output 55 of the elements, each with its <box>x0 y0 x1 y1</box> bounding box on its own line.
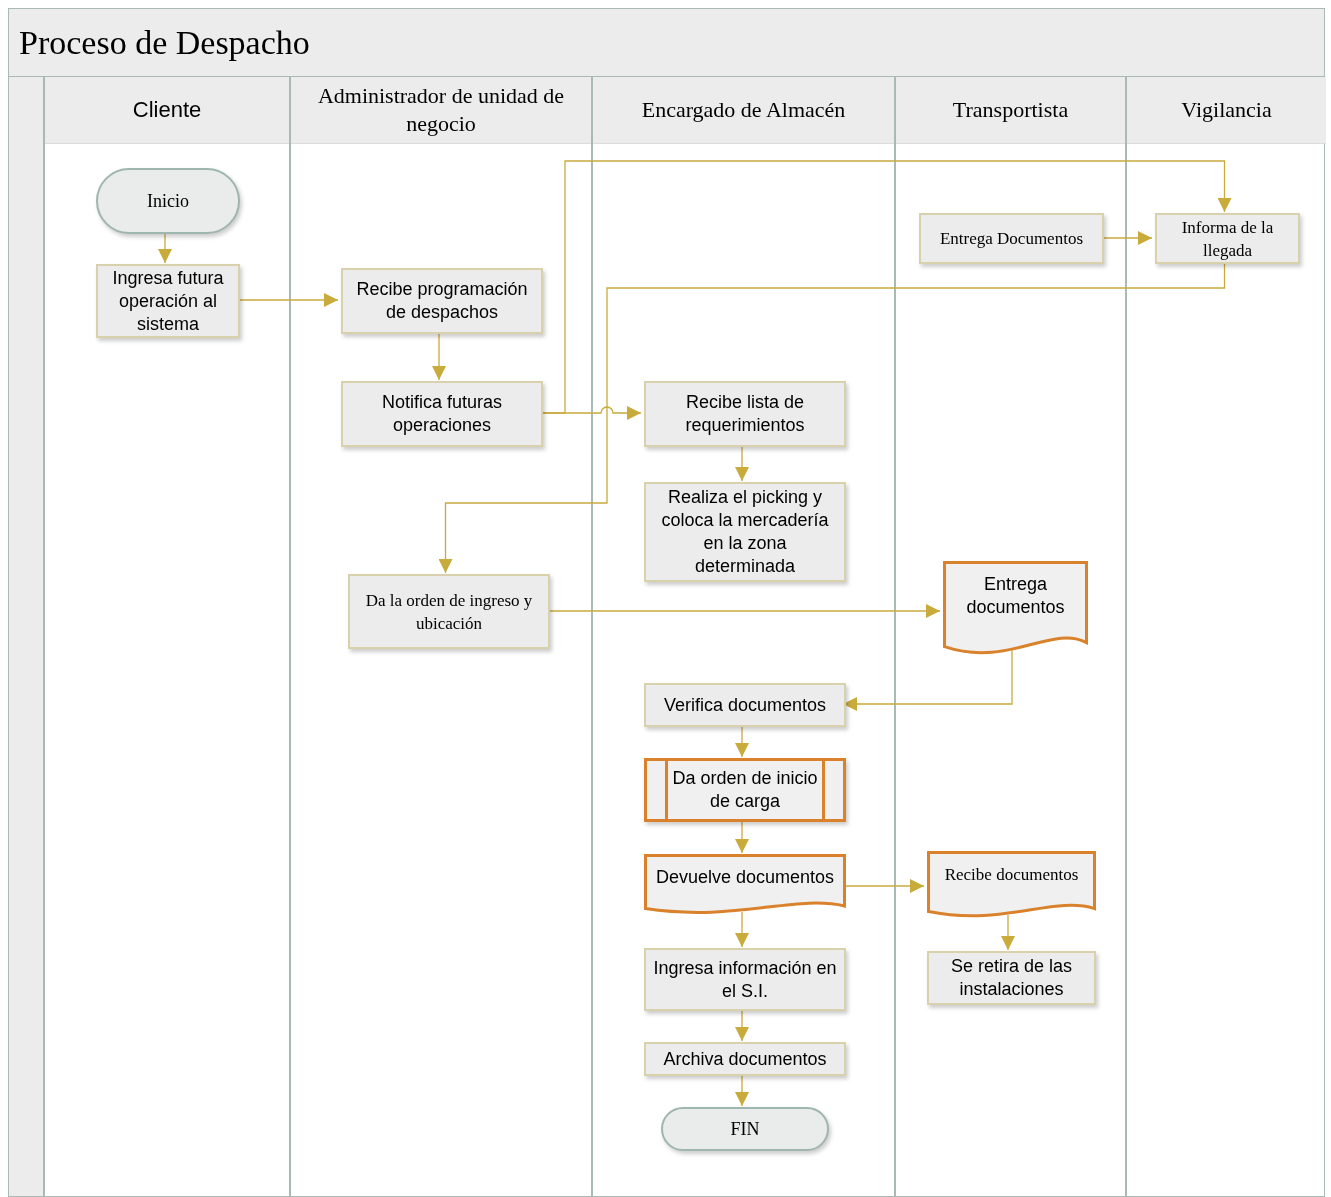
connector-arrow <box>735 445 749 482</box>
node-label: Devuelve documentos <box>655 866 835 889</box>
connector-arrow <box>735 725 749 758</box>
process-box <box>927 951 1096 1005</box>
node-label: Entrega Documentos <box>939 228 1083 250</box>
swimlane <box>894 77 1125 1197</box>
process-box <box>96 264 240 338</box>
process-box <box>1155 213 1300 264</box>
subprocess-box <box>644 758 846 822</box>
process-box <box>341 268 543 334</box>
node-label: Encargado de Almacén <box>641 96 846 124</box>
process-box <box>644 482 846 582</box>
connector-arrow <box>735 820 749 854</box>
connector-arrow <box>438 262 1226 574</box>
swimlane <box>289 77 591 1197</box>
node-label: Realiza el picking y coloca la mercadería en la zona determinada <box>660 486 830 578</box>
node-label: Informa de la llegada <box>1180 216 1275 262</box>
process-box <box>644 948 846 1011</box>
terminal-shape <box>96 168 240 234</box>
node-label: Verifica documentos <box>663 693 827 717</box>
node-label: Entrega documentos <box>965 573 1066 619</box>
process-box <box>644 381 846 447</box>
node-label: Se retira de las instalaciones <box>949 955 1074 1001</box>
process-box <box>919 213 1104 264</box>
connector-arrow <box>158 232 172 264</box>
swimlane <box>1125 77 1326 1197</box>
node-label: Da orden de inicio de carga <box>671 767 819 813</box>
node-label: Da la orden de ingreso y ubicación <box>364 589 534 635</box>
process-box <box>341 381 543 447</box>
connector-arrow <box>432 332 446 381</box>
node-label: Transportista <box>952 96 1069 124</box>
connector-arrow <box>735 1009 749 1042</box>
process-box <box>644 683 846 727</box>
node-label: Notifica futuras operaciones <box>380 391 504 437</box>
terminal-shape <box>661 1107 829 1151</box>
process-box <box>348 574 550 649</box>
node-label: Recibe programación de despachos <box>355 278 529 324</box>
node-label: Vigilancia <box>1181 96 1272 124</box>
node-label: Recibe documentos <box>944 864 1079 886</box>
node-label: Archiva documentos <box>663 1047 827 1071</box>
node-label: Ingresa futura operación al sistema <box>111 266 225 336</box>
swimlane <box>591 77 894 1197</box>
node-label: Ingresa información en el S.I. <box>652 956 838 1003</box>
connector-arrow <box>1001 914 1015 951</box>
process-box <box>644 1042 846 1076</box>
node-label: Inicio <box>147 189 189 213</box>
node-label: FIN <box>730 1117 760 1141</box>
connector-arrow <box>735 911 749 948</box>
node-label: Cliente <box>132 96 202 124</box>
swimlane <box>43 77 289 1197</box>
node-label: Proceso de Despacho <box>19 23 310 63</box>
connector-arrow <box>735 1074 749 1107</box>
node-label: Administrador de unidad de negocio <box>316 82 566 138</box>
swimlane-pool <box>8 8 1325 1197</box>
node-label: Recibe lista de requerimientos <box>684 391 806 437</box>
